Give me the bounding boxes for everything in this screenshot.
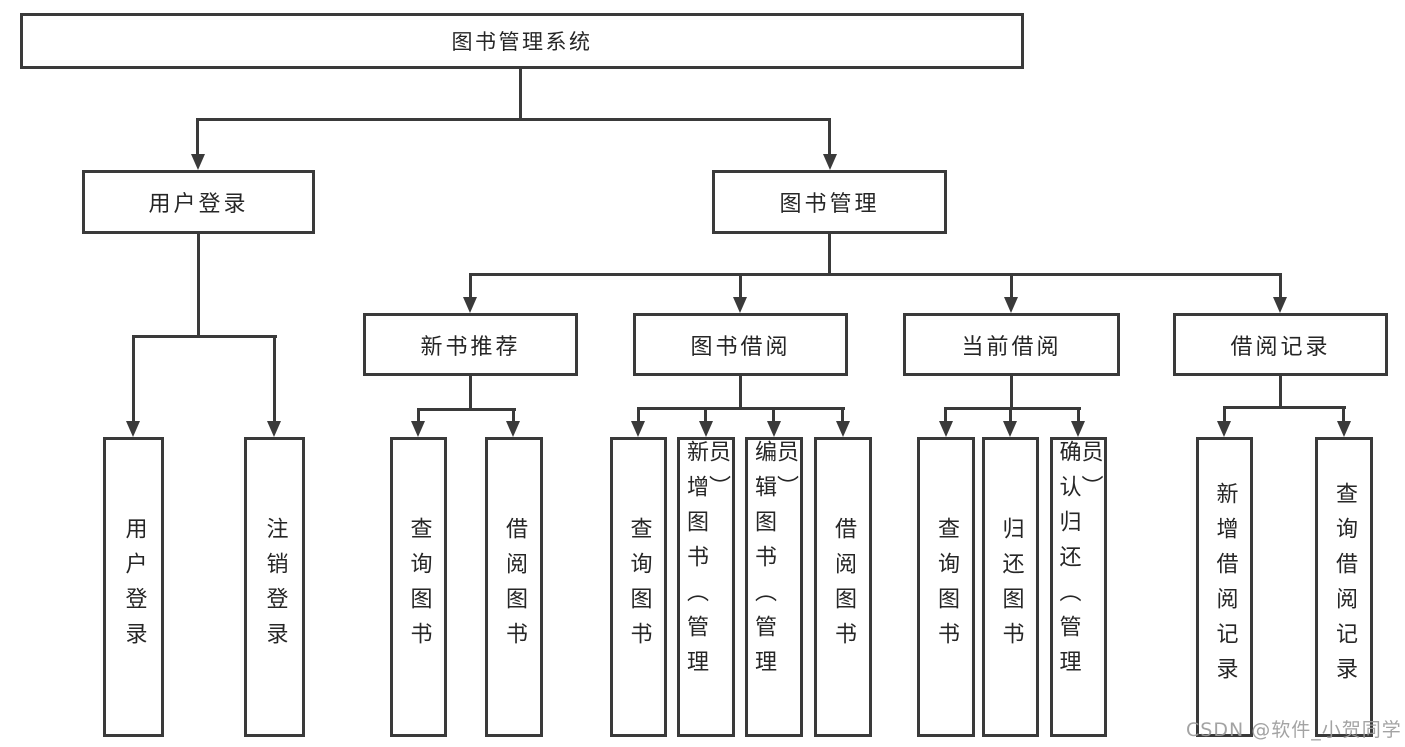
leaf-query-borrow-record: 查询借阅记录 <box>1315 437 1373 737</box>
arrow-down-icon <box>767 421 781 437</box>
connector-line <box>417 408 420 422</box>
leaf-logout: 注销登录 <box>244 437 305 737</box>
connector-line <box>1009 407 1012 422</box>
arrow-down-icon <box>733 297 747 313</box>
node-label: 查询图书 <box>406 517 432 657</box>
connector-line <box>944 407 947 422</box>
connector-line <box>197 234 200 335</box>
node-label: 用户登录 <box>148 192 249 217</box>
arrow-down-icon <box>267 421 281 437</box>
leaf-borrow-books-recommend: 借阅图书 <box>485 437 543 737</box>
node-label: 新书推荐 <box>420 334 521 360</box>
connector-line <box>739 376 742 407</box>
arrow-down-icon <box>1337 421 1351 437</box>
node-label: 借阅图书 <box>502 517 527 657</box>
node-label: 图书管理系统 <box>451 30 593 54</box>
arrow-down-icon <box>411 421 425 437</box>
arrow-down-icon <box>126 421 140 437</box>
node-borrow-records: 借阅记录 <box>1173 313 1388 376</box>
connector-line <box>417 408 516 411</box>
arrow-down-icon <box>939 421 953 437</box>
connector-line <box>828 118 831 156</box>
connector-line <box>1010 273 1013 297</box>
connector-line <box>944 407 1081 410</box>
connector-line <box>739 273 742 297</box>
node-label: 用户登录 <box>121 517 147 657</box>
arrow-down-icon <box>463 297 477 313</box>
connector-line <box>1223 406 1226 422</box>
connector-line <box>637 407 845 410</box>
leaf-query-books-current: 查询图书 <box>917 437 975 737</box>
connector-line <box>273 335 276 421</box>
connector-line <box>512 408 515 422</box>
leaf-add-book-admin: 新增图书（管理员） <box>677 437 735 737</box>
leaf-user-login: 用户登录 <box>103 437 164 737</box>
node-library-system: 图书管理系统 <box>20 13 1024 69</box>
node-label: 图书借阅 <box>690 334 791 360</box>
node-book-management: 图书管理 <box>712 170 947 234</box>
leaf-confirm-return-admin: 确认归还（管理员） <box>1050 437 1107 737</box>
connector-line <box>1077 407 1080 422</box>
node-label: 新增图书（管理员） <box>683 440 730 685</box>
node-label: 确认归还（管理员） <box>1055 440 1103 685</box>
arrow-down-icon <box>191 154 205 170</box>
arrow-down-icon <box>1004 297 1018 313</box>
node-user-login: 用户登录 <box>82 170 315 234</box>
connector-line <box>841 407 844 422</box>
node-label: 查询借阅记录 <box>1332 482 1357 692</box>
leaf-edit-book-admin: 编辑图书（管理员） <box>745 437 803 737</box>
connector-line <box>469 376 472 408</box>
leaf-return-books: 归还图书 <box>982 437 1039 737</box>
arrow-down-icon <box>1071 421 1085 437</box>
connector-line <box>772 407 775 422</box>
arrow-down-icon <box>699 421 713 437</box>
arrow-down-icon <box>506 421 520 437</box>
node-label: 编辑图书（管理员） <box>751 440 798 685</box>
connector-line <box>1223 406 1346 409</box>
leaf-borrow-books-borrow: 借阅图书 <box>814 437 872 737</box>
connector-line <box>196 118 199 156</box>
leaf-query-books-recommend: 查询图书 <box>390 437 447 737</box>
arrow-down-icon <box>1003 421 1017 437</box>
connector-line <box>1279 376 1282 406</box>
connector-line <box>132 335 135 421</box>
connector-line <box>637 407 640 422</box>
node-label: 查询图书 <box>626 517 652 657</box>
connector-line <box>132 335 277 338</box>
connector-line <box>828 234 831 273</box>
arrow-down-icon <box>1273 297 1287 313</box>
connector-line <box>1010 376 1013 407</box>
connector-line <box>469 273 1281 276</box>
node-label: 新增借阅记录 <box>1212 482 1238 692</box>
arrow-down-icon <box>1217 421 1231 437</box>
arrow-down-icon <box>836 421 850 437</box>
connector-line <box>196 118 831 121</box>
connector-line <box>1279 273 1282 297</box>
node-label: 注销登录 <box>262 517 288 657</box>
connector-line <box>519 69 522 118</box>
arrow-down-icon <box>631 421 645 437</box>
node-label: 图书管理 <box>779 192 880 217</box>
node-label: 当前借阅 <box>961 334 1062 360</box>
node-book-borrow: 图书借阅 <box>633 313 848 376</box>
connector-line <box>469 273 472 297</box>
node-current-borrow: 当前借阅 <box>903 313 1120 376</box>
leaf-add-borrow-record: 新增借阅记录 <box>1196 437 1253 737</box>
node-new-book-recommend: 新书推荐 <box>363 313 578 376</box>
leaf-query-books-borrow: 查询图书 <box>610 437 667 737</box>
node-label: 归还图书 <box>998 517 1024 657</box>
connector-line <box>1342 406 1345 422</box>
node-label: 借阅图书 <box>831 517 856 657</box>
node-label: 借阅记录 <box>1230 334 1331 360</box>
arrow-down-icon <box>823 154 837 170</box>
node-label: 查询图书 <box>934 517 959 657</box>
watermark-text: CSDN @软件_小贺同学 <box>1186 719 1402 741</box>
connector-line <box>704 407 707 422</box>
